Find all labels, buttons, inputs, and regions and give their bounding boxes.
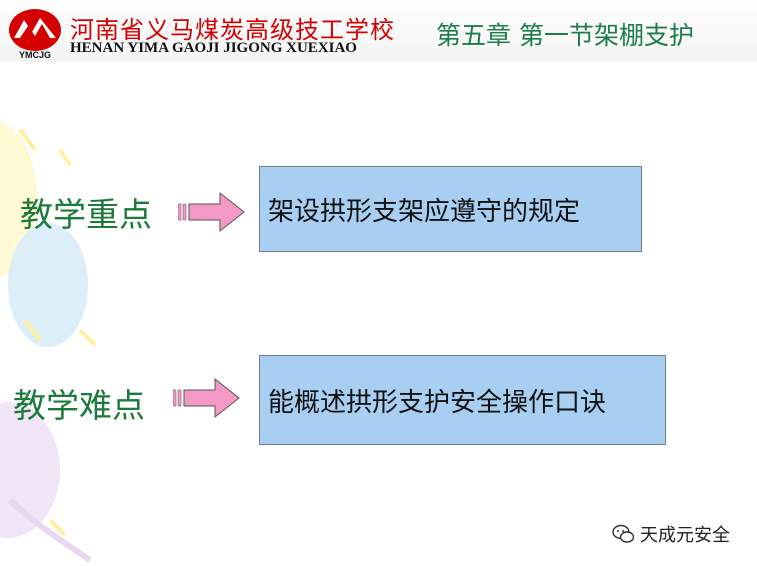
label-key-point: 教学重点 — [20, 195, 152, 234]
logo-icon: YMCJG — [9, 9, 61, 60]
logo-caption: YMCJG — [19, 50, 51, 60]
difficult-point-text: 能概述拱形支护安全操作口诀 — [268, 387, 607, 418]
school-name-cn: 河南省义马煤炭高级技工学校 — [70, 16, 395, 44]
wechat-watermark: 天成元安全 — [612, 521, 730, 547]
arrow-icon — [178, 191, 245, 233]
key-point-text: 架设拱形支架应遵守的规定 — [268, 196, 581, 227]
wechat-icon — [612, 524, 634, 543]
label-difficult-point: 教学难点 — [13, 386, 145, 425]
school-name-en: HENAN YIMA GAOJI JIGONG XUEXIAO — [70, 40, 357, 56]
account-name: 天成元安全 — [640, 525, 730, 546]
difficult-point-box: 能概述拱形支护安全操作口诀 — [259, 355, 666, 445]
arrow-icon — [173, 377, 240, 419]
header-banner: YMCJG 河南省义马煤炭高级技工学校 HENAN YIMA GAOJI JIG… — [0, 0, 757, 62]
key-point-box: 架设拱形支架应遵守的规定 — [259, 166, 642, 252]
chapter-title: 第五章 第一节架棚支护 — [436, 21, 694, 50]
